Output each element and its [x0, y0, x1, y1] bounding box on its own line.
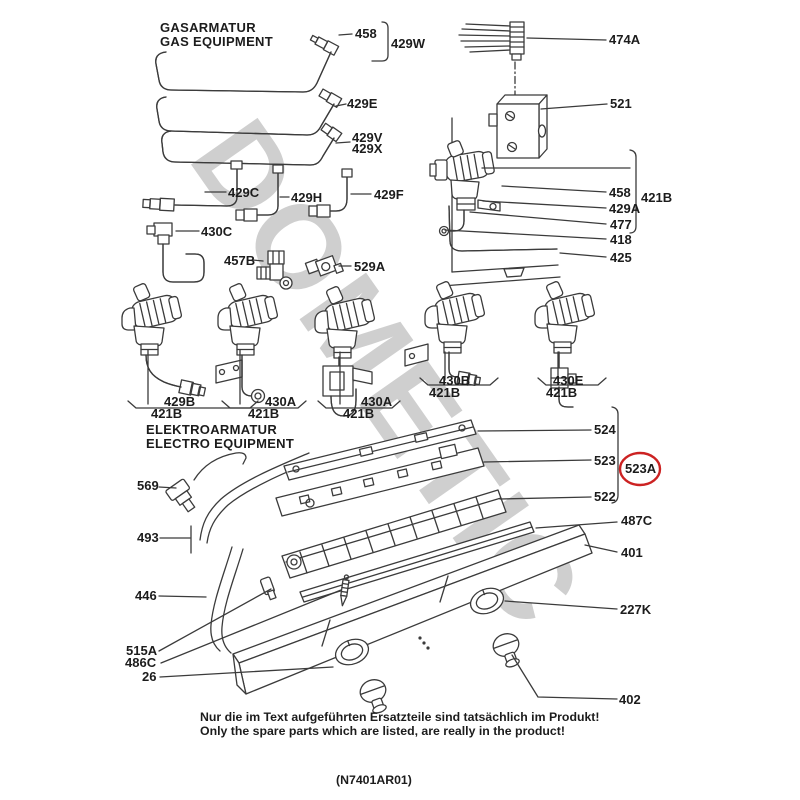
part-label-458-gas: 458	[355, 26, 377, 41]
electrode-486c	[340, 574, 350, 607]
part-label-523: 523	[594, 453, 616, 468]
leader-lines	[127, 21, 637, 700]
wire-493	[190, 452, 316, 554]
cover-strip-524	[283, 419, 477, 481]
part-label-421b-v2: 421B	[248, 406, 280, 421]
part-label-421b-v3: 421B	[343, 406, 375, 421]
cable-connector-474a	[458, 21, 525, 61]
valve-head-429b	[121, 282, 184, 356]
part-label-486c: 486C	[125, 655, 157, 670]
part-label-430c: 430C	[201, 224, 233, 239]
part-label-429c: 429C	[228, 185, 260, 200]
highlight-circle-523a	[618, 451, 662, 487]
gas-pipe-429v-429x	[162, 122, 343, 165]
pipe-430c	[146, 222, 204, 282]
frame-522	[281, 489, 507, 579]
electro-title-de: ELEKTROARMATUR	[146, 422, 278, 437]
part-label-429f: 429F	[374, 187, 404, 202]
gas-title-de: GASARMATUR	[160, 20, 256, 35]
pipe-429f	[308, 168, 353, 218]
gas-pipe-429e	[157, 88, 343, 135]
valve-tail-430b	[404, 343, 481, 387]
knob-402-a	[492, 633, 520, 668]
control-panel-401	[232, 524, 593, 695]
part-label-430b: 430B	[439, 373, 471, 388]
part-label-429b: 429B	[164, 394, 196, 409]
part-label-421b-right: 421B	[641, 190, 673, 205]
part-label-429w: 429W	[391, 36, 425, 51]
part-label-401: 401	[621, 545, 643, 560]
valve-tail-430e	[550, 352, 577, 407]
part-label-529a: 529A	[354, 259, 386, 274]
part-label-474a: 474A	[609, 32, 641, 47]
electro-section-title: ELEKTROARMATUR ELECTRO EQUIPMENT	[146, 423, 294, 451]
clip-515a	[259, 576, 277, 601]
footer-note-en: Only the spare parts which are listed, a…	[200, 723, 565, 738]
part-label-430a-1: 430A	[265, 394, 297, 409]
part-label-493: 493	[137, 530, 159, 545]
part-label-430e: 430E	[553, 373, 584, 388]
knob-ring-2	[334, 638, 370, 666]
fitting-529a	[304, 255, 344, 277]
tubes-446	[210, 546, 244, 654]
gas-section-title: GASARMATUR GAS EQUIPMENT	[160, 21, 273, 49]
footer-note-de: Nur die im Text aufgeführten Ersatzteile…	[200, 710, 600, 724]
part-label-569: 569	[137, 478, 159, 493]
footer-note: Nur die im Text aufgeführten Ersatzteile…	[200, 710, 600, 738]
part-label-425: 425	[610, 250, 632, 265]
valve-tail-430a-2	[322, 357, 373, 416]
valve-head-430b	[424, 280, 487, 354]
igniter-569	[165, 452, 247, 513]
part-label-524: 524	[594, 422, 616, 437]
part-label-421b-v4: 421B	[429, 385, 461, 400]
part-label-429x: 429X	[352, 141, 383, 156]
valve-head-430a-2	[314, 285, 377, 359]
part-label-421b-v5: 421B	[546, 385, 578, 400]
pipe-nozzle-458	[309, 34, 340, 56]
valve-head-430e	[534, 280, 597, 354]
knob-ring-227k	[469, 587, 505, 615]
gas-pipe-429w	[156, 34, 340, 92]
pipe-429c	[142, 160, 243, 212]
knob-402-b	[359, 679, 387, 714]
burner-valve-assembly-421b	[429, 117, 561, 287]
part-label-418: 418	[610, 232, 632, 247]
gas-title-en: GAS EQUIPMENT	[160, 34, 273, 49]
part-label-522: 522	[594, 489, 616, 504]
valve-block-521	[488, 94, 548, 159]
part-label-430a-2: 430A	[361, 394, 393, 409]
valve-tail-430a-1	[215, 355, 266, 404]
elbow-fitting-457b	[256, 250, 293, 290]
part-label-26: 26	[142, 669, 157, 684]
pipe-429h	[235, 164, 284, 222]
part-label-477: 477	[610, 217, 632, 232]
part-label-421b-v1: 421B	[151, 406, 183, 421]
part-label-429e: 429E	[347, 96, 378, 111]
part-label-458-right: 458	[609, 185, 631, 200]
rail-487c	[299, 521, 535, 603]
part-label-429a: 429A	[609, 201, 641, 216]
part-label-521: 521	[610, 96, 632, 111]
part-label-457b: 457B	[224, 253, 256, 268]
valve-tail-429b	[146, 355, 207, 397]
part-label-429v: 429V	[352, 130, 383, 145]
part-label-487c: 487C	[621, 513, 653, 528]
part-label-523a-highlighted: 523A	[625, 461, 657, 476]
drawing-number: (N7401AR01)	[336, 773, 412, 787]
part-label-515a: 515A	[126, 643, 158, 658]
board-523	[275, 443, 485, 517]
part-label-227k: 227K	[620, 602, 652, 617]
part-label-402: 402	[619, 692, 641, 707]
part-label-446: 446	[135, 588, 157, 603]
part-label-429h: 429H	[291, 190, 323, 205]
electro-title-en: ELECTRO EQUIPMENT	[146, 436, 295, 451]
valve-head-430a-1	[217, 282, 280, 356]
